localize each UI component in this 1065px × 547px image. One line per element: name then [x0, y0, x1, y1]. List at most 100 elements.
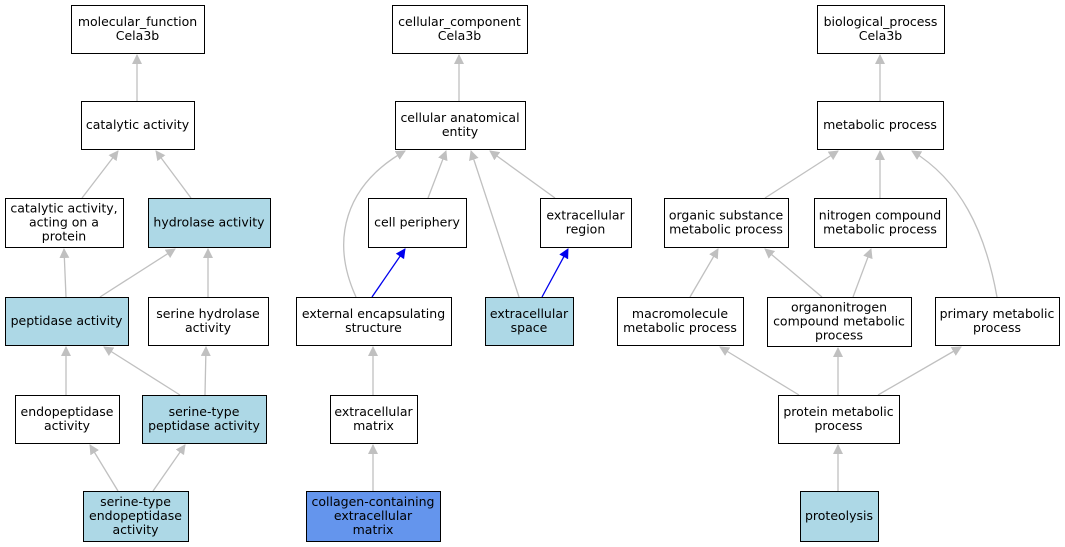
node-hydrolase[interactable]: hydrolase activity: [148, 198, 271, 248]
node-label-line: endopeptidase: [89, 508, 182, 523]
node-label-line: process: [815, 328, 863, 343]
node-box: [800, 491, 879, 542]
node-label-line: proteolysis: [805, 508, 873, 523]
node-box: [306, 491, 441, 542]
node-label-line: biological_process: [824, 14, 938, 29]
node-label-line: extracellular: [334, 508, 413, 523]
node-label-line: cellular anatomical: [400, 110, 519, 125]
node-box: [664, 198, 789, 248]
node-box: [814, 198, 947, 248]
node-label-line: process: [814, 418, 862, 433]
node-box: [767, 297, 912, 347]
edge-ext_region-to-anatomical: [489, 150, 556, 199]
edge-organonitrogen-to-nitrogen: [852, 248, 873, 298]
node-box: [395, 101, 526, 150]
edge-cat_protein-to-catalytic: [81, 150, 119, 199]
node-label-line: Cela3b: [116, 28, 160, 43]
node-label-line: entity: [442, 124, 479, 139]
node-label-line: process: [973, 320, 1021, 335]
node-box: [15, 395, 120, 444]
node-box: [368, 198, 467, 248]
node-label-line: metabolic process: [823, 222, 937, 237]
node-label-line: region: [566, 222, 606, 237]
edge-peptidase-to-hydrolase: [99, 248, 176, 298]
node-box: [148, 198, 271, 248]
node-box: [778, 395, 900, 444]
node-label-line: metabolic process: [823, 117, 937, 132]
node-label-line: endopeptidase: [21, 404, 114, 419]
node-label-line: protein: [42, 229, 86, 244]
node-label-line: hydrolase activity: [153, 215, 265, 230]
node-label-line: nitrogen compound: [819, 208, 941, 223]
edge-protein_metabolic-to-macromolecule: [719, 346, 800, 396]
node-label-line: collagen-containing: [312, 494, 435, 509]
node-box: [817, 5, 945, 54]
node-label-line: Cela3b: [438, 28, 482, 43]
node-peptidase[interactable]: peptidase activity: [5, 297, 129, 346]
edge-primary-to-metabolic: [911, 150, 998, 298]
node-label-line: serine-type: [169, 404, 240, 419]
node-metabolic[interactable]: metabolic process: [817, 101, 944, 150]
node-label-line: cellular_component: [398, 14, 521, 29]
edge-serine_peptidase-to-serine_hydrolase: [200, 346, 211, 396]
node-box: [485, 297, 574, 346]
node-box: [83, 491, 189, 542]
edge-macromolecule-to-organic: [689, 248, 719, 298]
edge-serine_endopeptidase-to-serine_peptidase: [152, 444, 186, 492]
edge-serine_endopeptidase-to-endopeptidase: [89, 444, 119, 492]
node-label-line: macromolecule: [632, 306, 728, 321]
node-box: [81, 101, 195, 150]
node-box: [71, 5, 205, 54]
edge-hydrolase-to-catalytic: [155, 150, 192, 199]
node-proteolysis[interactable]: proteolysis: [800, 491, 879, 542]
edge-ext_space-to-anatomical: [469, 150, 520, 298]
edge-ext_encaps-to-periphery: [371, 248, 406, 298]
node-box: [148, 297, 269, 346]
node-label-line: Cela3b: [859, 28, 903, 43]
edges-layer: [59, 54, 998, 492]
node-label-line: activity: [44, 418, 91, 433]
node-box: [617, 297, 744, 346]
node-label-line: molecular_function: [78, 14, 197, 29]
node-label-line: catalytic activity,: [10, 201, 117, 216]
node-catalytic[interactable]: catalytic activity: [81, 101, 195, 150]
edge-ext_space-to-ext_region: [541, 248, 569, 298]
edge-periphery-to-anatomical: [427, 150, 448, 199]
node-periphery[interactable]: cell periphery: [368, 198, 467, 248]
node-label-line: extracellular: [334, 404, 413, 419]
edge-ext_encaps-to-anatomical: [343, 150, 406, 298]
edge-serine_peptidase-to-peptidase: [103, 346, 181, 396]
node-label-line: peptidase activity: [148, 418, 260, 433]
node-box: [5, 297, 129, 346]
node-box: [142, 395, 267, 444]
node-label-line: acting on a: [29, 215, 99, 230]
node-box: [935, 297, 1060, 346]
node-label-line: matrix: [353, 418, 394, 433]
node-label-line: cell periphery: [374, 215, 460, 230]
node-label-line: matrix: [353, 522, 394, 537]
node-label-line: external encapsulating: [302, 306, 445, 321]
node-box: [392, 5, 528, 54]
